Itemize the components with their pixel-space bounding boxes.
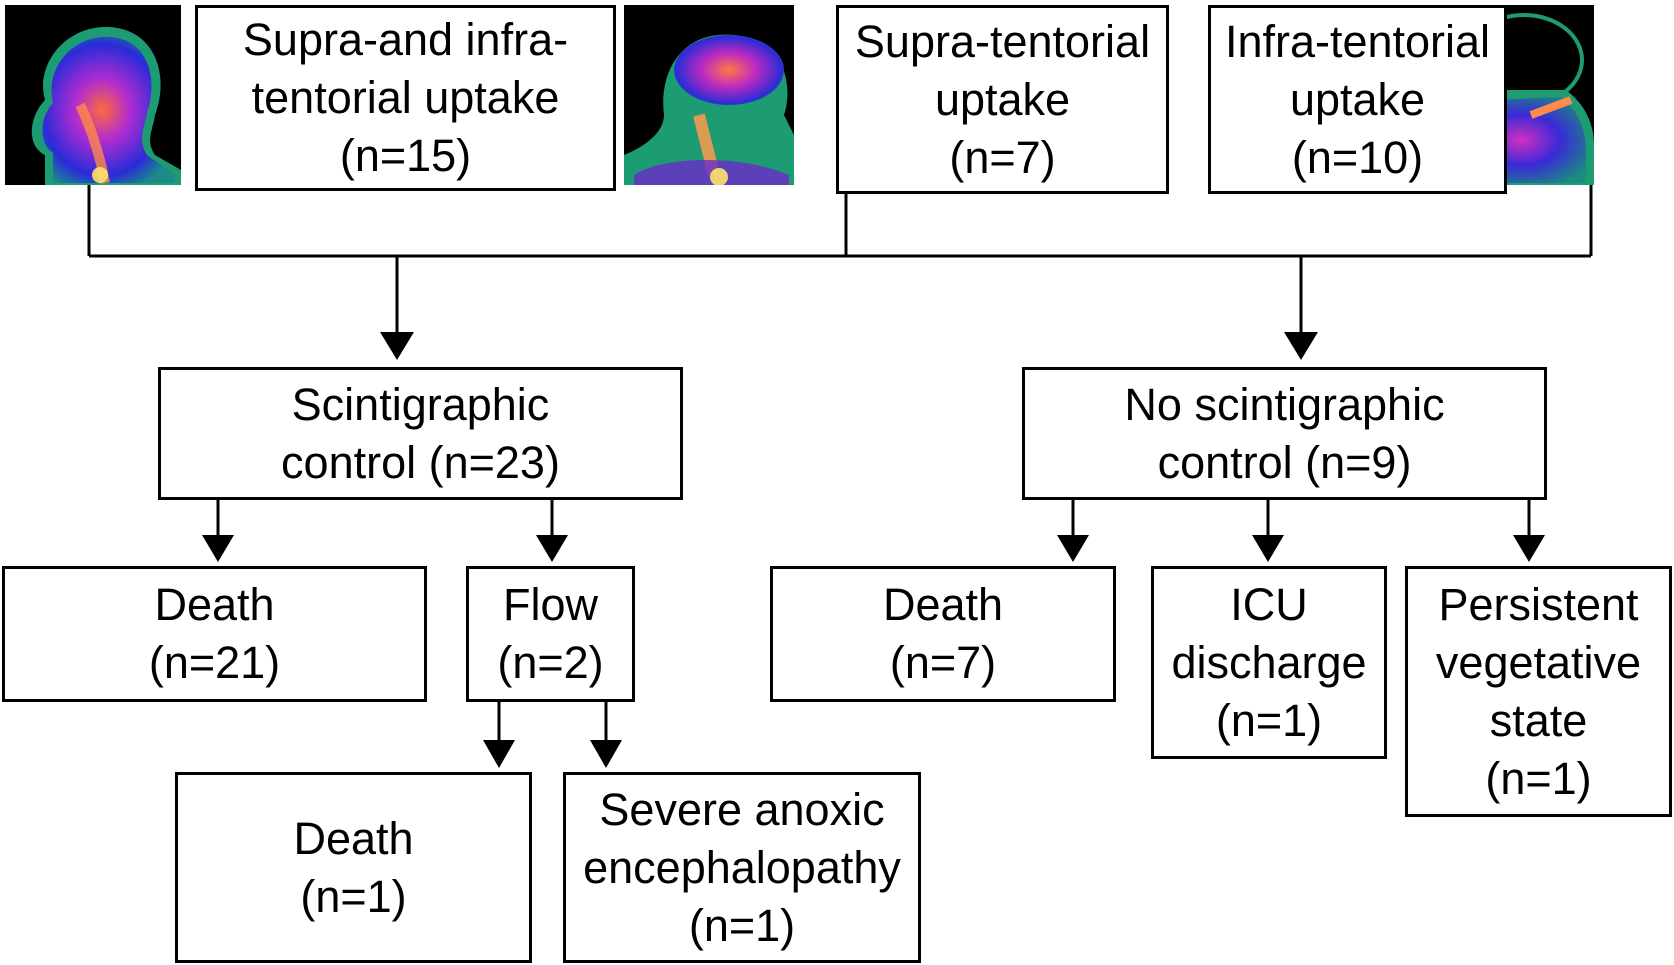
death-n1-box: Death (n=1) (175, 772, 532, 963)
icu-discharge-box: ICU discharge (n=1) (1151, 566, 1387, 759)
box-line: encephalopathy (583, 841, 901, 893)
box-line: (n=15) (339, 130, 472, 181)
supra-infra-uptake-box: Supra-and infra- tentorial uptake (n=15) (195, 5, 616, 191)
infra-uptake-box: Infra-tentorial uptake (n=10) (1208, 5, 1507, 194)
box-line: (n=10) (1291, 131, 1424, 183)
death-n7-box: Death (n=7) (770, 566, 1116, 702)
box-line: (n=2) (497, 637, 604, 688)
box-line: control (n=23) (281, 436, 560, 488)
box-line: (n=1) (688, 899, 796, 951)
death-n21-box: Death (n=21) (2, 566, 427, 702)
box-line: uptake (1289, 73, 1426, 125)
scintigraphy-head-supra-infra-image (5, 5, 181, 185)
box-line: control (n=9) (1157, 436, 1412, 488)
supra-uptake-box: Supra-tentorial uptake (n=7) (836, 5, 1169, 194)
box-line: Severe anoxic (599, 783, 885, 835)
box-line: Flow (502, 579, 598, 630)
severe-anoxic-encephalopathy-box: Severe anoxic encephalopathy (n=1) (563, 772, 921, 963)
box-line: uptake (934, 73, 1071, 125)
box-line: tentorial uptake (251, 72, 560, 123)
no-scintigraphic-control-box: No scintigraphic control (n=9) (1022, 367, 1547, 500)
box-line: Death (293, 812, 414, 864)
box-line: ICU (1230, 578, 1308, 630)
box-line: Scintigraphic (291, 378, 550, 430)
box-line: Infra-tentorial (1224, 15, 1491, 67)
box-line: (n=7) (889, 637, 997, 688)
box-line: (n=7) (949, 131, 1056, 183)
box-line: (n=1) (1215, 694, 1323, 746)
flow-box: Flow (n=2) (466, 566, 635, 702)
box-line: Supra-and infra- (242, 14, 569, 65)
scintigraphic-control-box: Scintigraphic control (n=23) (158, 367, 683, 500)
scintigraphy-head-supra-image (624, 5, 794, 185)
box-line: (n=1) (300, 870, 407, 922)
box-line: Supra-tentorial (854, 15, 1151, 67)
box-line: No scintigraphic (1124, 378, 1445, 430)
box-line: Persistent (1438, 578, 1639, 630)
box-line: vegetative (1435, 636, 1642, 688)
box-line: Death (154, 579, 275, 630)
box-line: discharge (1171, 636, 1367, 688)
persistent-vegetative-state-box: Persistent vegetative state (n=1) (1405, 566, 1672, 817)
box-line: state (1489, 694, 1588, 746)
box-line: (n=21) (148, 637, 281, 688)
box-line: (n=1) (1485, 752, 1592, 804)
box-line: Death (882, 579, 1004, 630)
